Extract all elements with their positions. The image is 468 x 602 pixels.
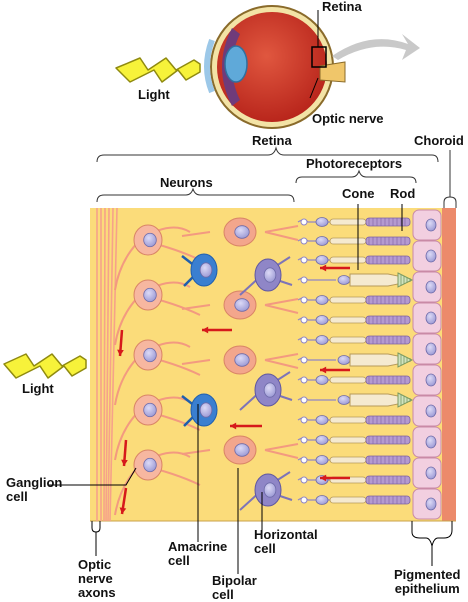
- bipolar-label-line-2: cell: [212, 587, 234, 602]
- bipolar-cell: [223, 217, 257, 247]
- photoreceptors-label: Photoreceptors: [306, 156, 403, 171]
- bipolar-cell: [223, 290, 257, 320]
- ganglion-cell-label: Ganglion cell: [6, 476, 62, 504]
- rod-cell: [297, 236, 411, 246]
- signal-arrows: [117, 264, 350, 515]
- optic-nerve-axons-label: Optic nerve axons: [78, 558, 116, 600]
- cone-cell: [297, 272, 414, 288]
- signal-arrow: [202, 326, 232, 334]
- choroid-bracket: [443, 196, 457, 208]
- pigmented-label-line-1: Pigmented: [394, 567, 461, 582]
- eye-optic-nerve-label: Optic nerve: [312, 111, 384, 126]
- bipolar-cell: [223, 435, 257, 465]
- signal-arrow: [117, 329, 124, 357]
- choroid-label: Choroid: [414, 133, 464, 148]
- amacrine-label-line-2: cell: [168, 553, 190, 568]
- ganglion-cell: [133, 394, 163, 426]
- cone-label: Cone: [342, 186, 375, 201]
- neuron-layer: [114, 217, 299, 516]
- choroid-layer: [442, 208, 456, 521]
- bipolar-cell: [223, 345, 257, 375]
- bipolar-label-line-1: Bipolar: [212, 573, 257, 588]
- label-pointer-lines: [48, 204, 453, 574]
- pigmented-cell: [412, 395, 442, 427]
- optic-nerve-pointer-line: [309, 77, 319, 99]
- pigmented-epithelium-label: Pigmented epithelium: [394, 568, 460, 596]
- rod-cell: [297, 295, 411, 305]
- horizontal-cell: [254, 258, 282, 292]
- eyeball: [204, 5, 346, 129]
- rod-cell: [297, 455, 411, 465]
- optic-nerve-axons: [96, 207, 118, 522]
- section-retina-label: Retina: [252, 133, 292, 148]
- rod-cell: [297, 415, 411, 425]
- photoreceptor-layer: [297, 217, 414, 505]
- ganglion-cell: [133, 279, 163, 311]
- ganglion-cell: [133, 224, 163, 256]
- signal-arrow: [119, 487, 128, 515]
- pigmented-epithelium: [412, 209, 442, 520]
- horizontal-cell: [254, 373, 282, 407]
- bipolar-cell-label: Bipolar cell: [212, 574, 257, 602]
- rod-label: Rod: [390, 186, 416, 201]
- horizontal-label-line-2: cell: [254, 541, 276, 556]
- pigmented-cell: [412, 209, 442, 241]
- ganglion-cell: [133, 449, 163, 481]
- horizontal-label-line-1: Horizontal: [254, 527, 318, 542]
- rod-cell: [297, 335, 411, 345]
- amacrine-cell-label: Amacrine cell: [168, 540, 227, 568]
- signal-arrow: [320, 474, 350, 482]
- rod-cell: [297, 375, 411, 385]
- pigmented-cell: [412, 426, 442, 458]
- horizontal-cell-label: Horizontal cell: [254, 528, 318, 556]
- cone-cell: [297, 392, 414, 408]
- amacrine-label-line-1: Amacrine: [168, 539, 228, 554]
- section-light-label: Light: [22, 381, 54, 396]
- signal-arrow: [121, 439, 128, 467]
- pigmented-cell: [412, 271, 442, 303]
- ganglion-label-line-1: Ganglion: [6, 475, 63, 490]
- signal-arrow: [320, 264, 350, 272]
- pigmented-cell: [412, 364, 442, 396]
- pigmented-cell: [412, 333, 442, 365]
- neurons-bracket: [96, 187, 295, 203]
- photoreceptors-bracket: [295, 169, 417, 184]
- amacrine-cell: [190, 253, 218, 287]
- pigmented-cell: [412, 488, 442, 520]
- eye-light-label: Light: [138, 87, 170, 102]
- rod-cell: [297, 435, 411, 445]
- pigmented-label-line-2: epithelium: [394, 581, 460, 596]
- pigmented-cell: [412, 457, 442, 489]
- neurons-label: Neurons: [160, 175, 213, 190]
- light-bolt-side-icon: [3, 353, 87, 379]
- zoom-arrow: [332, 34, 420, 60]
- cone-cell: [297, 352, 414, 368]
- rod-cell: [297, 315, 411, 325]
- ganglion-cell: [133, 339, 163, 371]
- pigmented-cell: [412, 302, 442, 334]
- rod-cell: [297, 255, 411, 265]
- rod-cell: [297, 495, 411, 505]
- horizontal-cell: [254, 473, 282, 507]
- signal-arrow: [230, 422, 262, 430]
- light-bolt-top-icon: [115, 57, 201, 83]
- optic-axons-label-line-2: nerve: [78, 571, 113, 586]
- ganglion-label-line-2: cell: [6, 489, 28, 504]
- pigmented-cell: [412, 240, 442, 272]
- rod-cell: [297, 217, 411, 227]
- eye-retina-label: Retina: [322, 0, 362, 14]
- optic-axons-label-line-1: Optic: [78, 557, 112, 572]
- amacrine-cell: [190, 393, 218, 427]
- retina-bracket: [96, 146, 439, 163]
- optic-axons-label-line-3: axons: [78, 585, 116, 600]
- signal-arrow: [320, 366, 350, 374]
